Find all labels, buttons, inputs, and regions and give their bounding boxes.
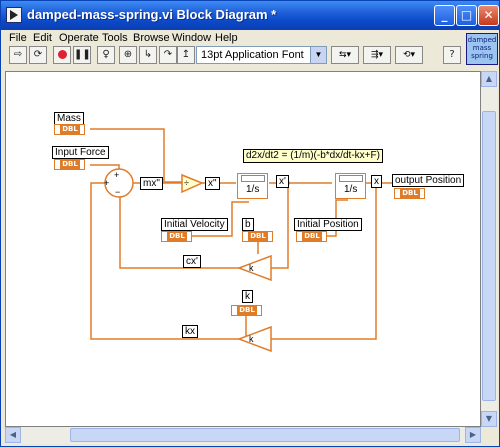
step-over-icon[interactable]: ↷ <box>159 46 177 64</box>
toolbar: ⇨ ⟳ ❚❚ ♀ ⊕ ↳ ↷ ↥ 13pt Application Font ▼… <box>1 46 499 68</box>
pause-icon[interactable]: ❚❚ <box>73 46 91 64</box>
scroll-up-icon[interactable]: ▲ <box>481 71 497 87</box>
horizontal-scroll-thumb[interactable] <box>70 428 460 442</box>
b-label[interactable]: b <box>242 218 254 231</box>
chevron-down-icon: ▼ <box>310 47 326 63</box>
mass-label[interactable]: Mass <box>54 112 84 125</box>
divide-node[interactable] <box>181 173 204 194</box>
input-force-terminal-type: DBL <box>60 160 80 169</box>
integrator-position-text: 1/s <box>344 184 358 195</box>
integrator-position[interactable]: 1/s <box>335 173 366 199</box>
wire-label-x1[interactable]: x' <box>276 175 289 188</box>
integrator-velocity-text: 1/s <box>246 184 260 195</box>
font-selector-value: 13pt Application Font <box>201 49 304 61</box>
sum-left-sign: + <box>104 178 110 188</box>
initial-position-terminal-type: DBL <box>302 232 322 241</box>
initial-position-label[interactable]: Initial Position <box>294 218 362 231</box>
menu-bar: File Edit Operate Tools Browse Window He… <box>1 30 499 46</box>
k-terminal[interactable]: DBL <box>231 305 262 316</box>
gain-k-node[interactable] <box>236 325 272 353</box>
align-objects-icon[interactable]: ⇆▾ <box>331 46 359 64</box>
step-into-icon[interactable]: ↳ <box>139 46 157 64</box>
output-position-label[interactable]: output Position <box>392 174 465 187</box>
sum-node[interactable] <box>104 168 134 198</box>
menu-operate[interactable]: Operate <box>59 32 99 44</box>
abort-icon[interactable] <box>53 46 71 64</box>
diagram-wires <box>90 128 394 353</box>
divide-symbol: ÷ <box>184 178 189 188</box>
highlight-execution-icon[interactable]: ♀ <box>97 46 115 64</box>
output-position-terminal[interactable]: DBL <box>394 188 425 199</box>
mass-terminal-type: DBL <box>60 125 80 134</box>
sum-minus-sign: − <box>115 187 121 197</box>
b-terminal[interactable]: DBL <box>242 231 273 242</box>
vi-icon-text-2: mass <box>472 44 492 52</box>
wire-label-cx1[interactable]: cx' <box>183 255 201 268</box>
retain-wire-values-icon[interactable]: ⊕ <box>119 46 137 64</box>
initial-velocity-label[interactable]: Initial Velocity <box>161 218 228 231</box>
scroll-down-icon[interactable]: ▼ <box>481 411 497 427</box>
k-label[interactable]: k <box>242 290 253 303</box>
sum-plus-sign: + <box>114 170 120 180</box>
run-continuously-icon[interactable]: ⟳ <box>29 46 47 64</box>
wire-label-x2[interactable]: x" <box>205 177 220 190</box>
minimize-button[interactable]: _ <box>434 5 455 26</box>
gain-b-text: k <box>249 263 254 273</box>
menu-file[interactable]: File <box>9 32 27 44</box>
horizontal-scrollbar[interactable]: ◀ ▶ <box>5 427 481 444</box>
input-force-label[interactable]: Input Force <box>52 146 109 159</box>
gain-k-text: k <box>249 334 254 344</box>
menu-browse[interactable]: Browse <box>133 32 170 44</box>
run-arrow-icon[interactable]: ⇨ <box>9 46 27 64</box>
scroll-right-icon[interactable]: ▶ <box>465 427 481 443</box>
wire-label-mx2[interactable]: mx" <box>140 177 163 190</box>
distribute-objects-icon[interactable]: ⇶▾ <box>363 46 391 64</box>
vertical-scroll-thumb[interactable] <box>482 111 496 401</box>
close-button[interactable]: ✕ <box>478 5 499 26</box>
vi-icon-text-1: damped <box>467 36 497 44</box>
scroll-left-icon[interactable]: ◀ <box>5 427 21 443</box>
context-help-icon[interactable]: ? <box>443 46 461 64</box>
b-terminal-type: DBL <box>248 232 268 241</box>
vertical-scrollbar[interactable]: ▲ ▼ <box>481 71 497 427</box>
block-diagram-canvas[interactable]: + + − ÷ k k d2x/dt2 = (1/m)(-b*dx/dt-kx+… <box>5 71 481 427</box>
gain-b-node[interactable] <box>236 254 272 282</box>
menu-edit[interactable]: Edit <box>33 32 52 44</box>
initial-velocity-terminal-type: DBL <box>167 232 187 241</box>
labview-vi-icon <box>6 7 22 23</box>
k-terminal-type: DBL <box>237 306 257 315</box>
output-position-terminal-type: DBL <box>400 189 420 198</box>
formula-comment[interactable]: d2x/dt2 = (1/m)(-b*dx/dt-kx+F) <box>243 149 383 163</box>
step-out-icon[interactable]: ↥ <box>177 46 195 64</box>
wire-label-x[interactable]: x <box>371 175 382 188</box>
reorder-icon[interactable]: ⟲▾ <box>395 46 423 64</box>
input-force-terminal[interactable]: DBL <box>54 159 85 170</box>
integrator-velocity[interactable]: 1/s <box>237 173 268 199</box>
initial-velocity-terminal[interactable]: DBL <box>161 231 192 242</box>
mass-terminal[interactable]: DBL <box>54 124 85 135</box>
vi-icon-text-3: spring <box>471 52 493 60</box>
menu-window[interactable]: Window <box>172 32 212 44</box>
vi-connector-icon[interactable]: damped mass spring <box>466 33 498 65</box>
font-selector[interactable]: 13pt Application Font ▼ <box>196 46 327 64</box>
title-bar[interactable]: damped-mass-spring.vi Block Diagram * _ … <box>1 1 499 30</box>
maximize-button[interactable]: □ <box>456 5 477 26</box>
menu-help[interactable]: Help <box>215 32 238 44</box>
window-title: damped-mass-spring.vi Block Diagram * <box>27 7 277 22</box>
menu-tools[interactable]: Tools <box>102 32 128 44</box>
initial-position-terminal[interactable]: DBL <box>296 231 327 242</box>
wire-label-kx[interactable]: kx <box>182 325 198 338</box>
